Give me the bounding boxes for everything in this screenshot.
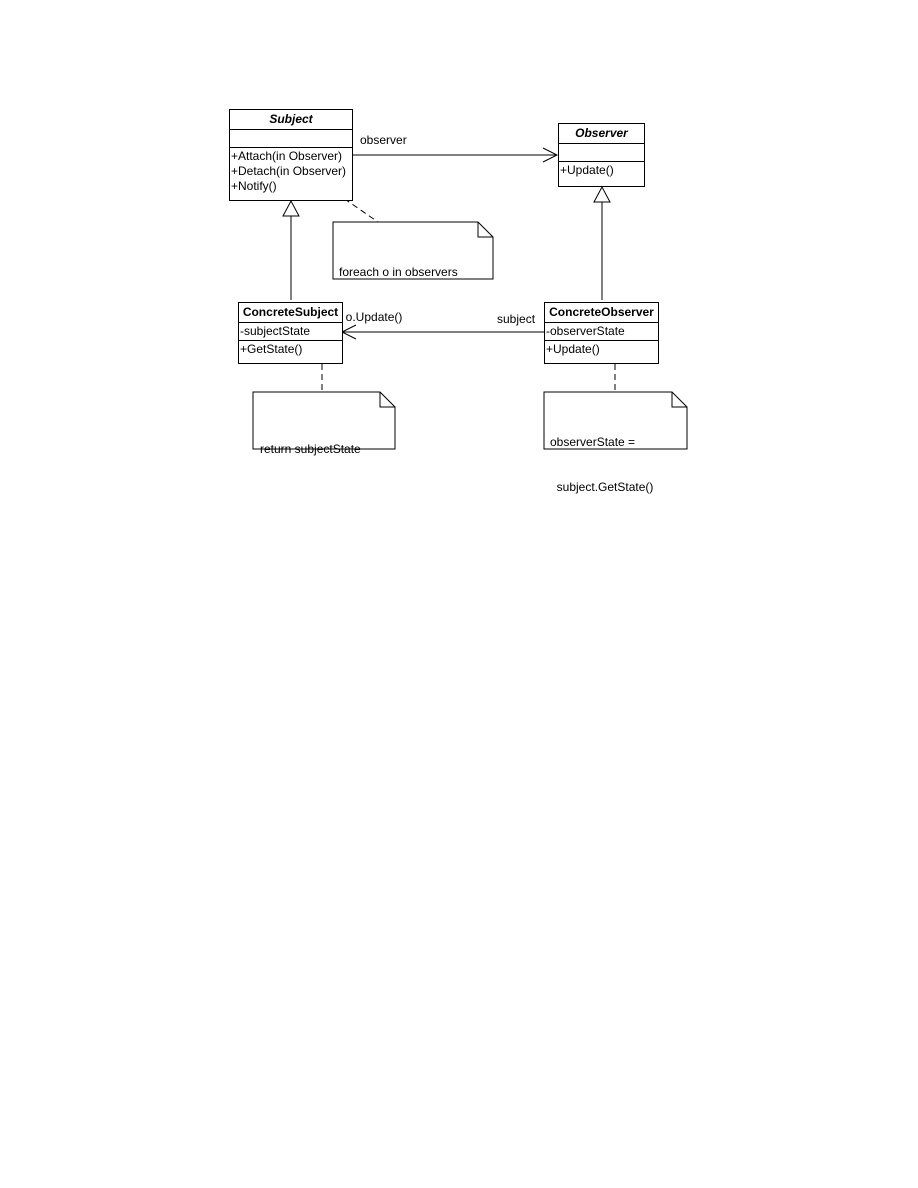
operation: +Update(): [546, 342, 600, 356]
operation: +Detach(in Observer): [231, 164, 347, 178]
operation: +Notify(): [231, 179, 277, 193]
concrete-observer-class: ConcreteObserver -observerState +Update(…: [544, 302, 659, 364]
notify-note-text: foreach o in observers o.Update(): [339, 235, 458, 340]
operation: +Attach(in Observer): [231, 149, 343, 163]
attributes-compartment: [230, 130, 352, 148]
operation: +Update(): [560, 163, 614, 177]
attributes-compartment: -observerState: [545, 323, 658, 341]
observer-role-label: observer: [360, 133, 407, 147]
update-note-shape: [543, 391, 688, 450]
operations-compartment: +Update(): [559, 162, 644, 179]
subject-generalization-arrowhead: [282, 199, 300, 217]
get-state-note-text: return subjectState: [260, 412, 361, 472]
attributes-compartment: -subjectState: [239, 323, 342, 341]
concrete-subject-class: ConcreteSubject -subjectState +GetState(…: [238, 302, 343, 364]
note-line: return subjectState: [260, 442, 361, 456]
observer-generalization-arrowhead: [593, 185, 611, 203]
attribute: -observerState: [546, 324, 625, 338]
notify-note-anchor: [335, 192, 379, 223]
observer-class: Observer +Update(): [558, 123, 645, 187]
note-line: o.Update(): [339, 310, 403, 324]
note-line: foreach o in observers: [339, 265, 458, 279]
subject-class: Subject +Attach(in Observer) +Detach(in …: [229, 109, 353, 201]
note-line: observerState =: [550, 435, 636, 449]
update-note-text: observerState = subject.GetState(): [550, 405, 653, 510]
operations-compartment: +Update(): [545, 341, 658, 358]
observer-association-arrowhead: [542, 147, 559, 163]
get-state-note-shape: [252, 391, 396, 450]
class-name: ConcreteSubject: [239, 303, 342, 323]
class-name: ConcreteObserver: [545, 303, 658, 323]
subject-role-label: subject: [497, 312, 536, 326]
note-line: subject.GetState(): [550, 480, 654, 494]
operations-compartment: +Attach(in Observer) +Detach(in Observer…: [230, 148, 352, 195]
class-name: Observer: [559, 124, 644, 144]
attributes-compartment: [559, 144, 644, 162]
notify-note-shape: [332, 221, 494, 280]
attribute: -subjectState: [240, 324, 311, 338]
class-name: Subject: [230, 110, 352, 130]
operation: +GetState(): [240, 342, 303, 356]
operations-compartment: +GetState(): [239, 341, 342, 358]
